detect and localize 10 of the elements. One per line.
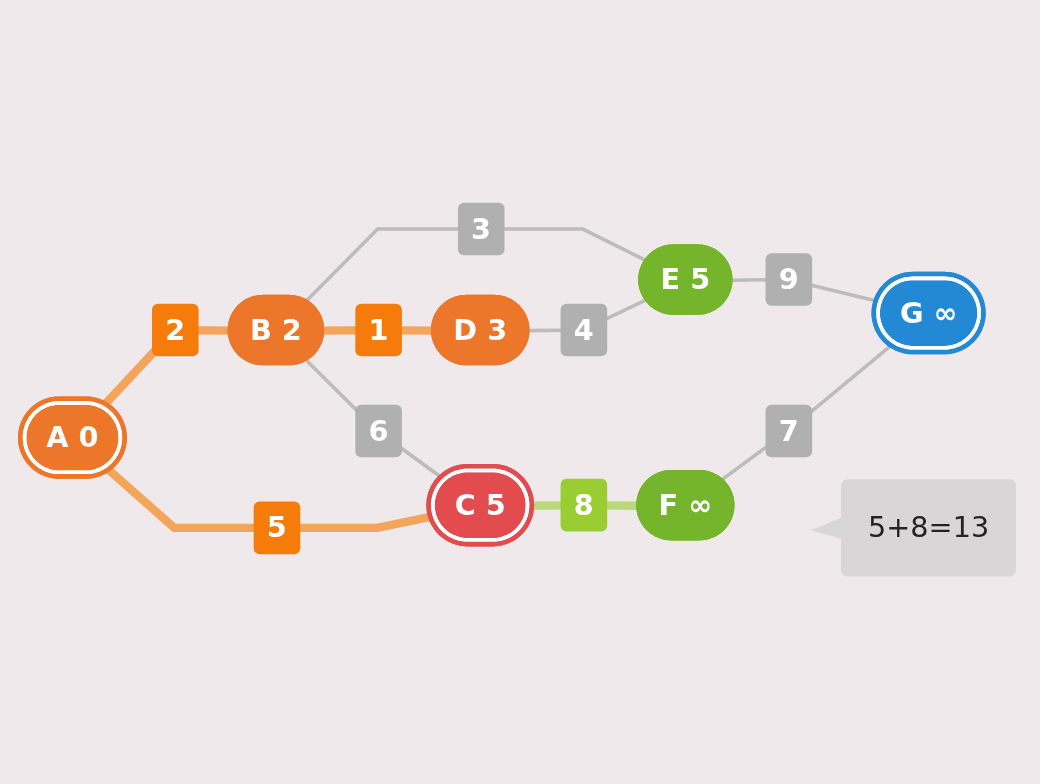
edge-label: 6 [355,405,402,458]
edge-label: 1 [355,304,402,357]
edge-label: 3 [457,203,505,256]
edge-label: 8 [560,479,607,532]
edge-label: 9 [765,253,812,307]
edge-label: 5 [253,501,300,555]
connector [305,227,647,303]
edge-label: 7 [765,405,812,458]
edge-label: 2 [152,304,199,357]
edge-label: 4 [560,304,607,357]
